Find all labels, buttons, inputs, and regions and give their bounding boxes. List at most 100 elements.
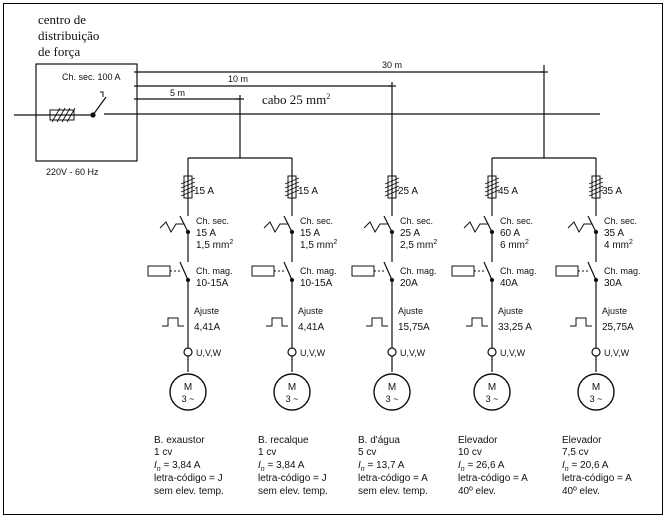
motor-symbol: M <box>388 382 396 393</box>
switch-title: Ch. sec. <box>604 216 637 226</box>
nominal-current: In = 13,7 A <box>358 460 405 473</box>
motor-icon <box>473 373 511 411</box>
switch-current: 60 A <box>500 228 520 239</box>
temperature-rise: sem elev. temp. <box>154 486 224 497</box>
panel-box <box>35 63 138 162</box>
panel-title-line-1: centro de <box>38 12 86 27</box>
temperature-rise: 40º elev. <box>458 486 496 497</box>
motor-phase: 3 ~ <box>286 394 299 404</box>
temperature-rise: sem elev. temp. <box>258 486 328 497</box>
motor-icon <box>169 373 207 411</box>
contactor-range: 10-15A <box>196 278 229 289</box>
switch-title: Ch. sec. <box>500 216 533 226</box>
motor-power: 10 cv <box>458 447 482 458</box>
motor-name: B. exaustor <box>154 435 205 446</box>
motor-power: 1 cv <box>154 447 172 458</box>
nominal-current: In = 3,84 A <box>154 460 201 473</box>
motor-symbol: M <box>488 382 496 393</box>
terminal-icon <box>287 347 297 357</box>
distance-10m: 10 m <box>228 74 248 84</box>
overload-relay-icon <box>162 317 184 327</box>
temperature-rise: sem elev. temp. <box>358 486 428 497</box>
motor-symbol: M <box>184 382 192 393</box>
adjust-title: Ajuste <box>398 306 423 316</box>
terminals-label: U,V,W <box>604 348 630 358</box>
terminal-icon <box>183 347 193 357</box>
contactor-coil-icon <box>451 265 475 277</box>
adjust-value: 15,75A <box>398 322 430 333</box>
nominal-current: In = 26,6 A <box>458 460 505 473</box>
disconnect-switch-icon <box>159 221 184 234</box>
contactor-coil-icon <box>147 265 171 277</box>
contactor-range: 10-15A <box>300 278 333 289</box>
main-fuse-icon <box>49 109 75 121</box>
contactor-title: Ch. mag. <box>400 266 437 276</box>
switch-title: Ch. sec. <box>400 216 433 226</box>
switch-section: 4 mm2 <box>604 239 633 251</box>
adjust-title: Ajuste <box>602 306 627 316</box>
fuse-rating: 35 A <box>602 186 622 197</box>
switch-current: 15 A <box>196 228 216 239</box>
switch-section: 6 mm2 <box>500 239 529 251</box>
motor-phase: 3 ~ <box>486 394 499 404</box>
motor-name: B. recalque <box>258 435 309 446</box>
motor-name: Elevador <box>458 435 498 446</box>
motor-phase: 3 ~ <box>386 394 399 404</box>
contactor-title: Ch. mag. <box>604 266 641 276</box>
fuse-rating: 25 A <box>398 186 418 197</box>
adjust-title: Ajuste <box>498 306 523 316</box>
temperature-rise: 40º elev. <box>562 486 600 497</box>
distance-5m: 5 m <box>170 88 185 98</box>
motor-power: 7,5 cv <box>562 447 589 458</box>
motor-icon <box>577 373 615 411</box>
code-letter: letra-código = A <box>562 473 632 484</box>
distribution-panel: centro de distribuição de força Ch. sec.… <box>14 12 600 177</box>
panel-title-line-3: de força <box>38 44 80 59</box>
adjust-title: Ajuste <box>298 306 323 316</box>
terminals-label: U,V,W <box>400 348 426 358</box>
terminals-label: U,V,W <box>196 348 222 358</box>
switch-current: 15 A <box>300 228 320 239</box>
adjust-title: Ajuste <box>194 306 219 316</box>
adjust-value: 33,25 A <box>498 322 532 333</box>
contactor-range: 20A <box>400 278 418 289</box>
main-switch-label: Ch. sec. 100 A <box>62 72 121 82</box>
code-letter: letra-código = J <box>258 473 327 484</box>
disconnect-switch-icon <box>567 221 592 234</box>
supply-label: 220V - 60 Hz <box>46 167 99 177</box>
motor-power: 5 cv <box>358 447 376 458</box>
switch-title: Ch. sec. <box>196 216 229 226</box>
disconnect-switch-icon <box>363 221 388 234</box>
terminal-icon <box>387 347 397 357</box>
cable-label: cabo 25 mm2 <box>262 92 330 107</box>
motor-symbol: M <box>288 382 296 393</box>
overload-relay-icon <box>570 317 592 327</box>
disconnect-switch-icon <box>263 221 288 234</box>
fuse-rating: 45 A <box>498 186 518 197</box>
motor-name: B. d'água <box>358 435 400 446</box>
overload-relay-icon <box>366 317 388 327</box>
motor-power: 1 cv <box>258 447 276 458</box>
motor-symbol: M <box>592 382 600 393</box>
bus-taps <box>134 65 597 172</box>
contactor-coil-icon <box>351 265 375 277</box>
terminal-icon <box>487 347 497 357</box>
code-letter: letra-código = A <box>358 473 428 484</box>
adjust-value: 4,41A <box>298 322 324 333</box>
contactor-range: 40A <box>500 278 518 289</box>
panel-title-line-2: distribuição <box>38 28 99 43</box>
contactor-range: 30A <box>604 278 622 289</box>
diagram-frame <box>3 3 663 515</box>
switch-current: 35 A <box>604 228 624 239</box>
terminals-label: U,V,W <box>500 348 526 358</box>
overload-relay-icon <box>266 317 288 327</box>
motor-phase: 3 ~ <box>182 394 195 404</box>
motor-icon <box>273 373 311 411</box>
switch-title: Ch. sec. <box>300 216 333 226</box>
